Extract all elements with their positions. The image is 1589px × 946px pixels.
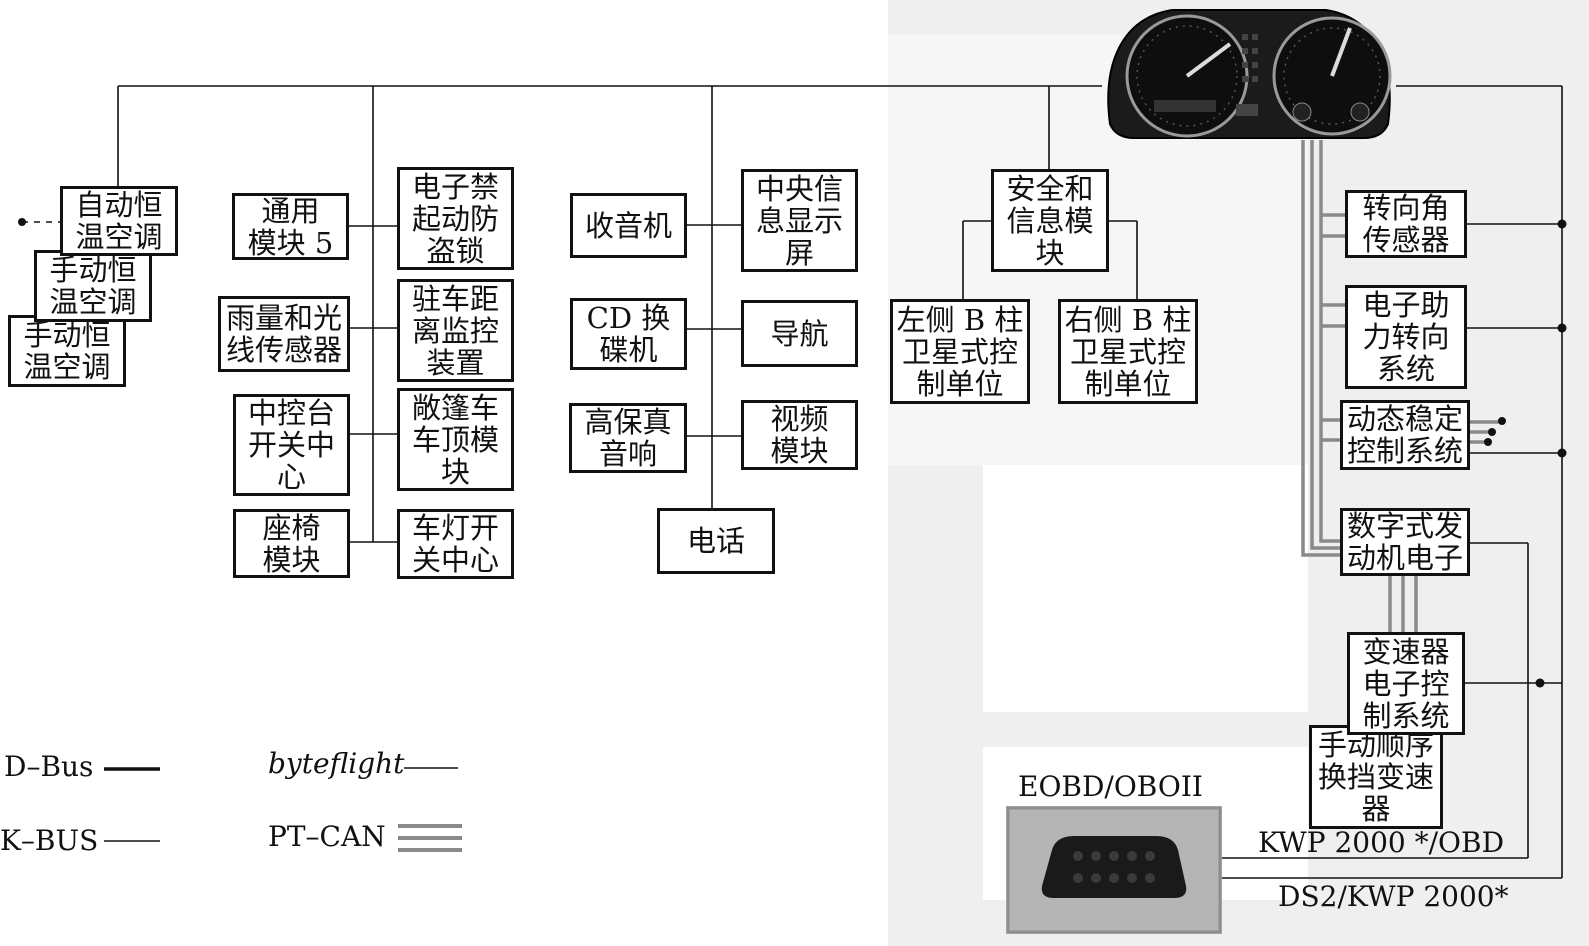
legend-byteflight-label: byteflight — [268, 747, 405, 780]
junction-dot — [1557, 323, 1567, 333]
ptcan-middle-line — [1310, 140, 1345, 550]
module-transmission-control: 变速器 电子控 制系统 — [1347, 632, 1465, 735]
junction-dot — [1484, 438, 1492, 446]
obd-connector-image — [1006, 806, 1222, 934]
module-steering-angle-sensor: 转向角 传感器 — [1345, 190, 1467, 258]
junction-dot — [1488, 428, 1496, 436]
module-manual-ac-front: 手动恒 温空调 — [34, 250, 152, 322]
ds2-kwp-label: DS2/KWP 2000* — [1278, 880, 1509, 913]
background-panel-middle — [983, 712, 1308, 747]
module-rain-light-sensor: 雨量和光 线传感器 — [218, 296, 350, 372]
module-general-module: 通用 模块 5 — [232, 193, 349, 260]
junction-dot — [1557, 448, 1567, 458]
module-hifi-audio: 高保真 音响 — [569, 403, 687, 473]
junction-dot — [1557, 219, 1567, 229]
kwp-obd-label: KWP 2000 */OBD — [1258, 826, 1505, 859]
junction-dot — [18, 218, 26, 226]
module-center-console-switch: 中控台 开关中 心 — [233, 394, 350, 496]
legend-kbus-label: K–BUS — [0, 824, 99, 857]
module-central-display: 中央信 息显示 屏 — [741, 169, 858, 272]
ptcan-right-line — [1319, 140, 1345, 543]
module-left-b-pillar: 左侧 B 柱 卫星式控 制单位 — [890, 299, 1030, 404]
module-telephone: 电话 — [657, 508, 775, 574]
module-dynamic-stability-control: 动态稳定 控制系统 — [1340, 400, 1470, 470]
legend-ptcan-label: PT–CAN — [268, 820, 386, 853]
module-navigation: 导航 — [741, 300, 858, 367]
module-right-b-pillar: 右侧 B 柱 卫星式控 制单位 — [1058, 299, 1198, 404]
module-convertible-roof: 敞篷车 车顶模 块 — [397, 388, 514, 491]
module-safety-info: 安全和 信息模 块 — [991, 169, 1109, 272]
module-digital-engine-electronics: 数字式发 动机电子 — [1340, 508, 1470, 576]
module-manual-ac-back: 手动恒 温空调 — [8, 315, 126, 387]
module-video: 视频 模块 — [741, 400, 858, 470]
junction-dot — [1498, 417, 1506, 425]
background-panel-left — [888, 465, 983, 946]
module-auto-ac: 自动恒 温空调 — [60, 186, 178, 256]
module-seat: 座椅 模块 — [233, 509, 350, 578]
module-radio: 收音机 — [570, 193, 687, 258]
connector-title: EOBD/OBOII — [1018, 770, 1203, 803]
junction-dot — [1535, 678, 1545, 688]
module-cd-changer: CD 换 碟机 — [570, 298, 687, 370]
module-electric-power-steering: 电子助 力转向 系统 — [1345, 285, 1467, 389]
module-sequential-gearbox: 手动顺序 换挡变速 器 — [1309, 725, 1443, 829]
module-park-distance: 驻车距 离监控 装置 — [397, 279, 514, 382]
module-light-switch: 车灯开 关中心 — [397, 509, 514, 579]
legend-dbus-label: D–Bus — [4, 750, 94, 783]
ptcan-left-line — [1301, 140, 1345, 557]
instrument-cluster-image — [1102, 4, 1396, 142]
module-immobilizer: 电子禁 起动防 盗锁 — [397, 167, 514, 270]
